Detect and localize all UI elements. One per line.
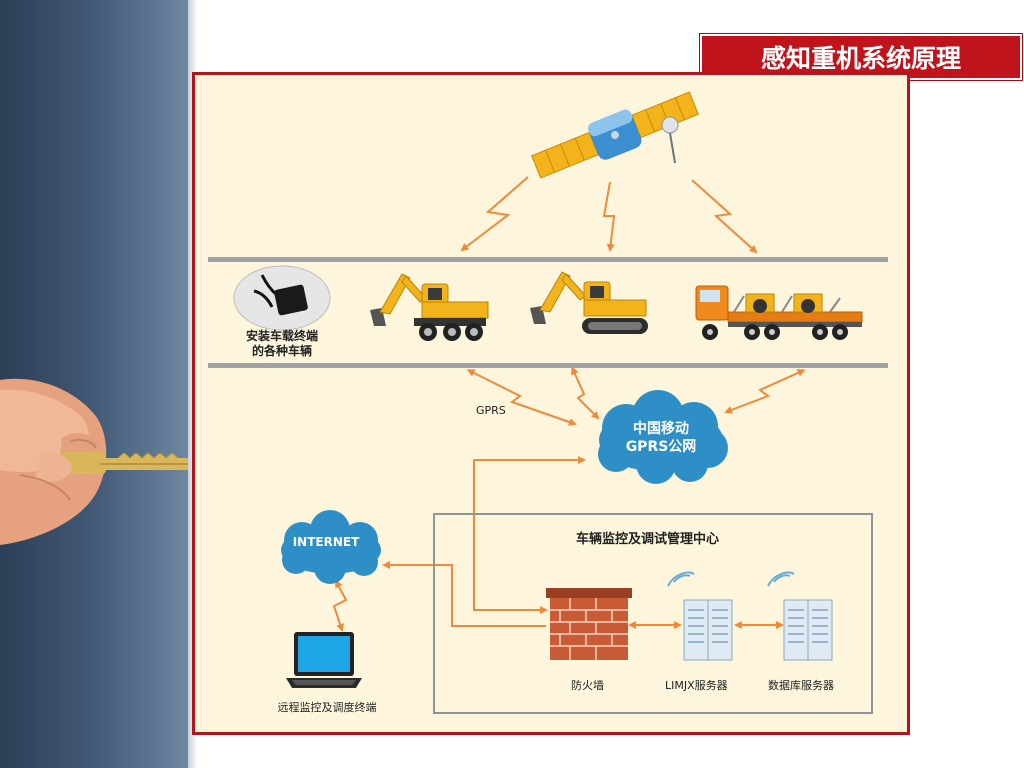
database-server-icon (767, 571, 833, 661)
limjx-server-label: LIMJX服务器 (665, 679, 728, 692)
limjx-server-icon (667, 571, 733, 661)
management-center-title: 车辆监控及调试管理中心 (576, 532, 720, 547)
firewall-label: 防火墙 (571, 679, 604, 692)
crawler-excavator-icon (530, 271, 648, 334)
management-center-box (433, 513, 873, 714)
hand-with-key-image (0, 378, 188, 545)
vehicles-label: 安装车载终端 的各种车辆 (230, 329, 334, 359)
mobile-cloud-line-1: 中国移动 (633, 421, 689, 437)
satellite-icon (531, 91, 699, 179)
top-rail (208, 257, 888, 262)
remote-terminal-laptop-icon (286, 632, 362, 688)
mobile-network-cloud-icon (598, 390, 728, 484)
vehicles-label-line-2: 的各种车辆 (251, 344, 312, 358)
gprs-label: GPRS (476, 404, 506, 417)
mobile-cloud-line-2: GPRS公网 (625, 439, 697, 455)
vehicle-terminal-device-icon (233, 265, 331, 331)
internet-cloud-icon (281, 510, 381, 584)
database-server-label: 数据库服务器 (768, 679, 834, 692)
wheeled-excavator-icon (370, 273, 489, 341)
firewall-icon (546, 588, 632, 660)
internet-cloud-label: INTERNET (292, 535, 360, 549)
vehicles-label-line-1: 安装车载终端 (245, 329, 318, 343)
mobile-cloud-label: 中国移动 GPRS公网 (596, 420, 726, 456)
transport-truck-icon (695, 285, 863, 340)
bottom-rail (208, 363, 888, 368)
remote-terminal-label: 远程监控及调度终端 (277, 701, 377, 714)
